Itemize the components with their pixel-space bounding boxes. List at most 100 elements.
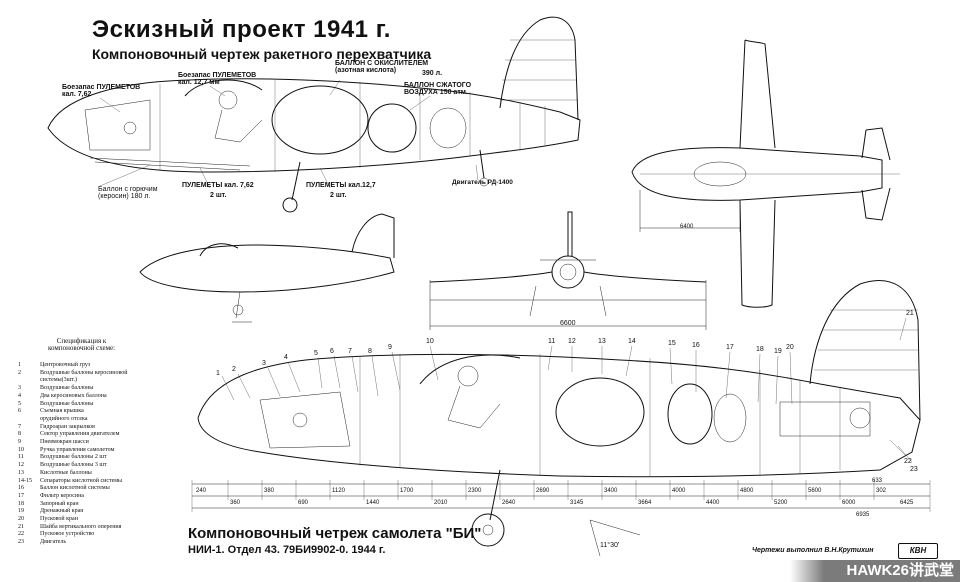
spec-item-number: 1: [18, 362, 21, 368]
station-label: 360: [230, 500, 241, 506]
cutaway-number: 23: [910, 466, 918, 473]
station-label: 3145: [570, 500, 584, 506]
station-label: 2690: [536, 488, 550, 494]
station-label: 302: [876, 488, 887, 494]
spec-item-number: 19: [18, 508, 24, 515]
author-logo: КВН: [898, 543, 938, 559]
callout-oxidizer-volume: 390 л.: [422, 70, 443, 77]
spec-item: орудийного отсека: [18, 416, 168, 424]
spec-item-text: Съемная крышка: [40, 408, 84, 415]
spec-item-number: 11: [18, 454, 24, 461]
spec-item: 13 Кислотные баллоны: [18, 470, 168, 478]
cutaway-drawing: [191, 280, 931, 557]
spec-item-text: Запорный кран: [40, 500, 79, 507]
spec-item-text: Пневмокран шасси: [40, 439, 89, 446]
spec-item-text: орудийного отсека: [40, 415, 88, 422]
spec-item-number: 12: [18, 462, 24, 469]
spec-item-number: 5: [18, 400, 21, 407]
cutaway-number: 5: [314, 350, 318, 357]
cutaway-number: 16: [692, 342, 700, 349]
spec-item-number: 18: [18, 500, 24, 507]
cutaway-number: 7: [348, 348, 352, 355]
callout-air-tank: БАЛЛОН СЖАТОГО ВОЗДУХА 150 атм.: [404, 82, 472, 96]
dimension-tail: 633: [872, 478, 883, 484]
spec-item-number: 10: [18, 446, 24, 453]
spec-item-text: Двигатель: [40, 539, 67, 546]
station-label: 690: [298, 500, 309, 506]
spec-item-text: Пусковой кран: [40, 516, 78, 523]
cutaway-number: 15: [668, 340, 676, 347]
station-label: 1700: [400, 488, 414, 494]
spec-item-text: Пусковое устройство: [40, 531, 95, 538]
cutaway-number: 2: [232, 366, 236, 373]
spec-item: 8 Сектор управления двигателем: [18, 431, 168, 439]
spec-item-number: 7: [18, 423, 21, 430]
spec-item-text: Сектор управления двигателем: [40, 431, 120, 438]
spec-item-number: 14-15: [18, 477, 32, 484]
side-layout-1941: [47, 16, 581, 213]
spec-item: системы(3шт.): [18, 377, 168, 385]
callout-ammo-762: Боезапас ПУЛЕМЕТОВ кал. 7,62: [62, 84, 141, 98]
callout-fuel-tank: Баллон с горючим (керосин) 180 л.: [98, 186, 158, 200]
spec-item: 14-15 Сепараторы кислотной системы: [18, 478, 168, 486]
spec-item-text: Воздушные баллоны керосиновой: [40, 369, 128, 376]
callout-ammo-127: Боезапас ПУЛЕМЕТОВ кал. 12,7 мм: [178, 72, 257, 86]
cutaway-number: 11: [548, 338, 556, 345]
dimension-span-side: 6600: [560, 320, 576, 327]
cutaway-number: 3: [262, 360, 266, 367]
spec-item-number: 16: [18, 485, 24, 492]
spec-item-number: 2: [18, 369, 21, 376]
callout-mg-127-qty: 2 шт.: [330, 192, 347, 199]
callout-engine: Двигатель РД-1400: [452, 179, 513, 186]
spec-item: 16 Баллон кислотной системы: [18, 485, 168, 493]
spec-item-number: 13: [18, 469, 24, 476]
station-label: 5600: [808, 488, 822, 494]
station-label: 4800: [740, 488, 754, 494]
spec-item-text: Фильтр керосина: [40, 492, 84, 499]
cutaway-number: 20: [786, 344, 794, 351]
station-label: 4400: [706, 500, 720, 506]
cutaway-number: 10: [426, 338, 434, 345]
spec-item-text: Шайба вертикального оперения: [40, 523, 122, 530]
spec-item-text: Центровочный груз: [40, 362, 91, 368]
front-view: [429, 211, 707, 330]
spec-item-text: Воздушные баллоны 2 шт: [40, 454, 107, 461]
spec-item: 1 Центровочный груз: [18, 362, 168, 370]
spec-item-text: Сепараторы кислотной системы: [40, 477, 123, 484]
spec-item-text: Кислотные баллоны: [40, 469, 92, 476]
cutaway-number: 4: [284, 354, 288, 361]
callout-mg-762-qty: 2 шт.: [210, 192, 227, 199]
station-label: 1440: [366, 500, 380, 506]
callout-oxidizer-tank: БАЛЛОН С ОКИСЛИТЕЛЕМ (азотная кислота): [335, 60, 429, 74]
spec-title: Спецификация к компоновочной схеме:: [48, 337, 116, 352]
station-label: 2300: [468, 488, 482, 494]
spec-item-number: 4: [18, 392, 21, 399]
spec-item-number: 8: [18, 431, 21, 438]
dimension-total: 6935: [856, 512, 870, 518]
cutaway-number: 13: [598, 338, 606, 345]
station-label: 4000: [672, 488, 686, 494]
spec-item-number: 9: [18, 439, 21, 446]
cutaway-number: 9: [388, 344, 392, 351]
station-label: 1120: [332, 488, 345, 494]
cutaway-number: 17: [726, 344, 734, 351]
station-label: 2010: [434, 500, 448, 506]
plan-view: [631, 39, 900, 308]
spec-item-number: 3: [18, 385, 21, 392]
spec-item-text: Воздушные баллоны: [40, 385, 94, 392]
spec-item: 9 Пневмокран шасси: [18, 439, 168, 447]
spec-item-text: Баллон кислотной системы: [40, 485, 110, 492]
callout-mg-127: ПУЛЕМЕТЫ кал.12,7: [306, 182, 376, 189]
cutaway-number: 19: [774, 348, 782, 355]
station-label: 6425: [900, 500, 914, 506]
